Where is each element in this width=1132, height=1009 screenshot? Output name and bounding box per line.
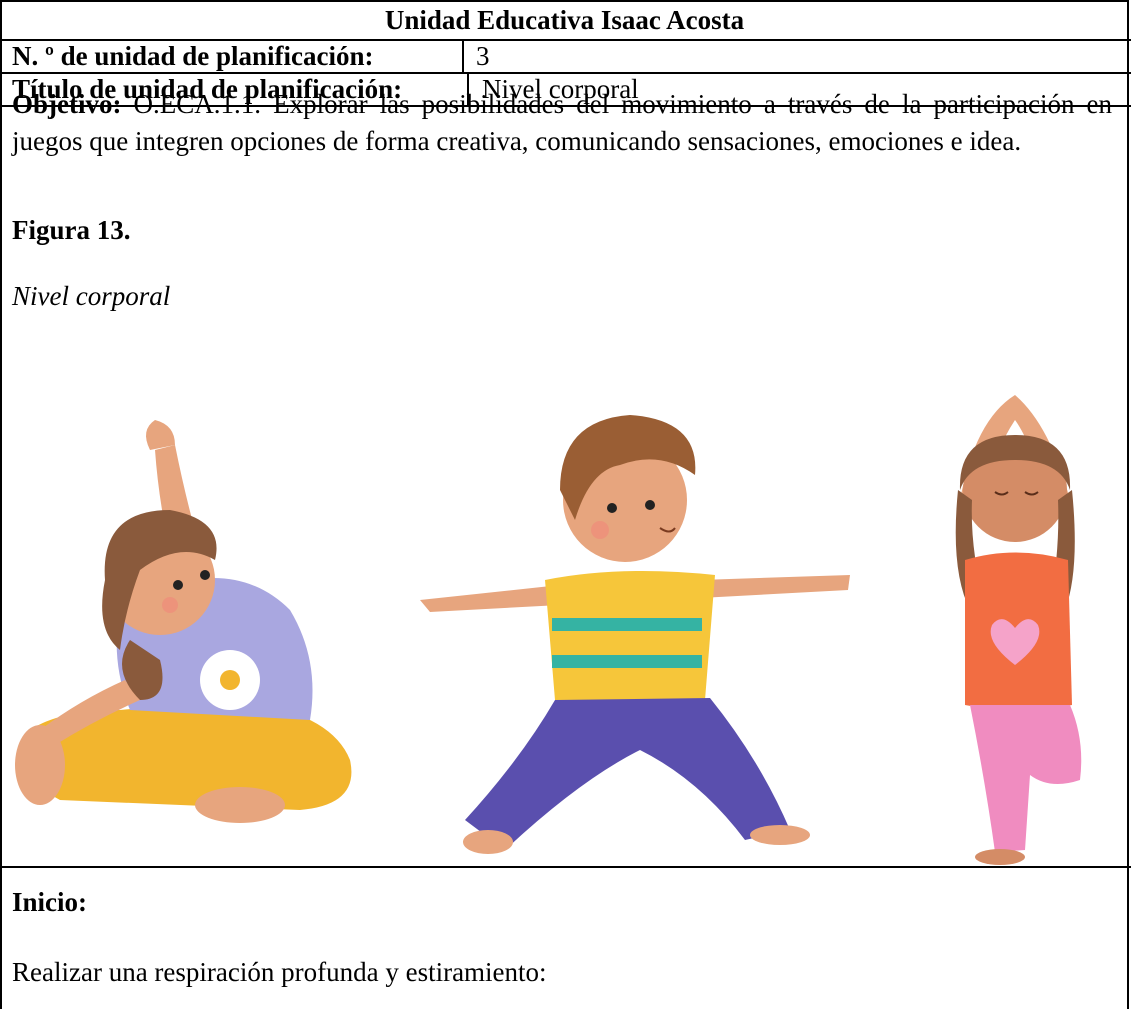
unit-title-label: Título de unidad de planificación: <box>12 74 403 104</box>
unit-number-label: N. º de unidad de planificación: <box>12 41 374 71</box>
unit-number-value: 3 <box>476 41 490 71</box>
row-divider <box>0 105 1131 107</box>
figure-label: Figura 13. <box>12 215 131 245</box>
school-title: Unidad Educativa Isaac Acosta <box>384 5 745 35</box>
objective-paragraph: Objetivo: O.ECA.1.1. Explorar las posibi… <box>12 86 1112 160</box>
girl-tree-pose-icon <box>955 395 1082 865</box>
girl-side-stretch-icon <box>15 420 352 823</box>
start-text: Realizar una respiración profunda y esti… <box>12 957 547 987</box>
unit-title-value: Nivel corporal <box>482 74 639 104</box>
row-divider <box>0 39 1131 41</box>
objective-text: O.ECA.1.1. Explorar las posibilidades de… <box>12 89 1112 156</box>
objective-label: Objetivo: <box>12 89 122 119</box>
row-divider <box>0 72 1131 74</box>
yoga-illustration <box>15 395 1082 865</box>
boy-warrior-pose-icon <box>420 415 850 854</box>
start-label: Inicio: <box>12 887 88 917</box>
column-divider <box>467 72 469 107</box>
figure-caption: Nivel corporal <box>12 281 171 311</box>
row-divider <box>0 866 1131 868</box>
column-divider <box>462 39 464 74</box>
